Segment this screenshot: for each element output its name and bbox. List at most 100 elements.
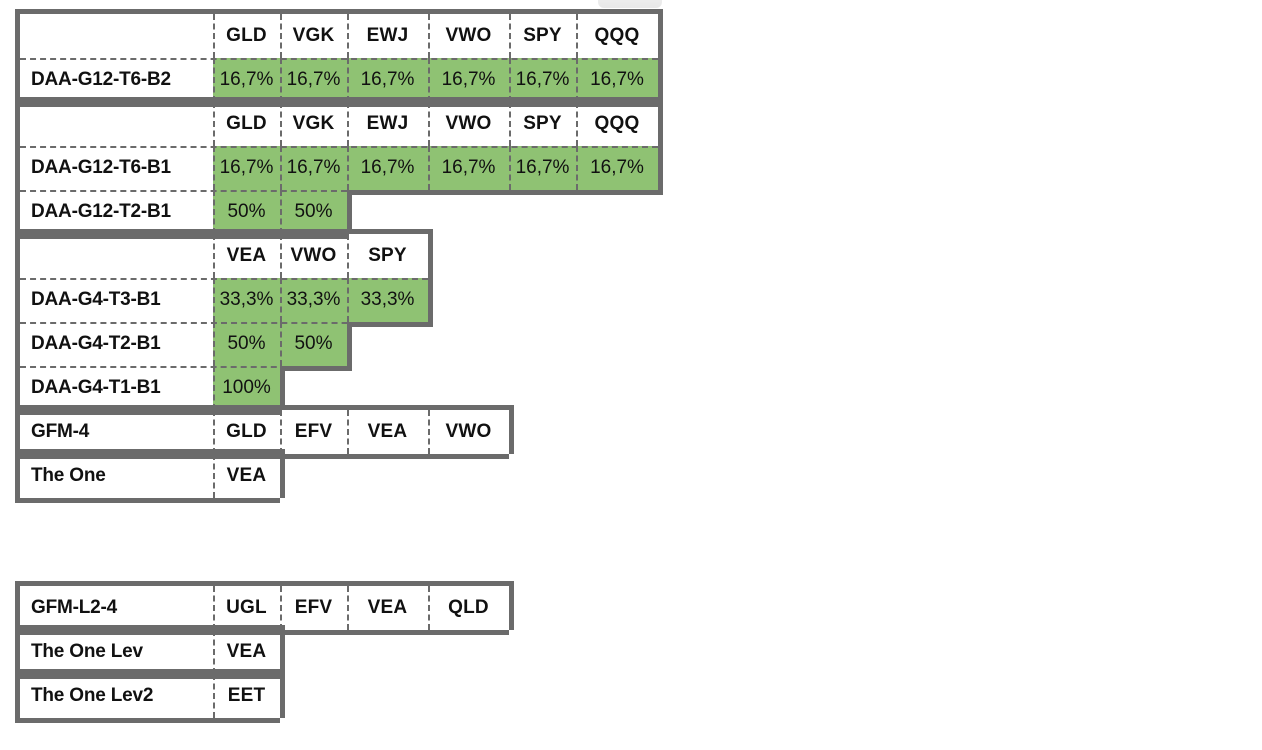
group-border-right	[280, 454, 285, 498]
allocation-cell: 16,7%	[213, 146, 280, 190]
column-separator	[213, 454, 215, 498]
group-border-top	[15, 9, 663, 14]
column-separator	[347, 58, 349, 102]
ticker-cell: UGL	[213, 586, 280, 630]
group-border-left	[15, 625, 20, 679]
column-separator	[280, 102, 282, 146]
row-label: The One Lev2	[20, 674, 213, 718]
row-label-empty	[20, 102, 213, 146]
row-label-empty	[20, 234, 213, 278]
column-separator	[213, 278, 215, 322]
allocation-cell: 33,3%	[213, 278, 280, 322]
column-separator	[509, 14, 511, 58]
group-border-right	[658, 102, 663, 146]
column-separator	[347, 278, 349, 322]
row-label: DAA-G4-T3-B1	[20, 278, 213, 322]
group-border-top	[15, 669, 285, 674]
row-label: GFM-L2-4	[20, 586, 213, 630]
group-border-step	[347, 190, 663, 195]
column-separator	[213, 410, 215, 454]
ticker-cell: VEA	[213, 454, 280, 498]
column-separator	[280, 278, 282, 322]
group-border-top	[15, 449, 285, 454]
column-separator	[280, 410, 282, 454]
group-border-right	[280, 674, 285, 718]
allocation-cell: 16,7%	[509, 58, 576, 102]
allocation-cell: 16,7%	[509, 146, 576, 190]
column-separator	[428, 410, 430, 454]
column-separator	[576, 14, 578, 58]
row-label: DAA-G12-T6-B2	[20, 58, 213, 102]
row-label-empty	[20, 14, 213, 58]
column-separator	[576, 58, 578, 102]
row-label: The One	[20, 454, 213, 498]
allocation-cell: 16,7%	[576, 146, 658, 190]
row-label: The One Lev	[20, 630, 213, 674]
column-separator	[213, 146, 215, 190]
ticker-cell: SPY	[347, 234, 428, 278]
ticker-cell: EFV	[280, 410, 347, 454]
group-border-top	[15, 625, 285, 630]
column-separator	[509, 58, 511, 102]
group-border-bottom	[15, 718, 280, 723]
group-border-right	[509, 586, 514, 630]
ticker-cell: VEA	[347, 586, 428, 630]
group-border-bottom	[15, 102, 658, 107]
ticker-cell: GLD	[213, 102, 280, 146]
column-separator	[428, 586, 430, 630]
ticker-cell: QQQ	[576, 102, 658, 146]
group-border-right	[428, 278, 433, 322]
row-label: DAA-G12-T6-B1	[20, 146, 213, 190]
allocation-cell: 50%	[280, 322, 347, 366]
group-border-right	[509, 410, 514, 454]
allocation-cell: 16,7%	[428, 58, 509, 102]
group-border-step	[347, 322, 433, 327]
group-border-right	[658, 146, 663, 190]
row-label: GFM-4	[20, 410, 213, 454]
column-separator	[428, 102, 430, 146]
ticker-cell: QQQ	[576, 14, 658, 58]
allocation-cell: 50%	[213, 190, 280, 234]
window-edge-artifact	[598, 0, 662, 8]
group-border-bottom	[15, 410, 280, 415]
column-separator	[347, 102, 349, 146]
column-separator	[213, 190, 215, 234]
group-border-left	[15, 669, 20, 723]
group-border-top	[15, 581, 514, 586]
column-separator	[347, 586, 349, 630]
allocation-cell: 16,7%	[347, 58, 428, 102]
ticker-cell: VGK	[280, 102, 347, 146]
ticker-cell: VWO	[428, 14, 509, 58]
group-border-right	[280, 366, 285, 410]
ticker-cell: GLD	[213, 14, 280, 58]
group-border-bottom	[15, 674, 280, 679]
allocation-cell: 16,7%	[280, 58, 347, 102]
group-border-right	[428, 234, 433, 278]
column-separator	[280, 14, 282, 58]
allocation-cell: 33,3%	[280, 278, 347, 322]
group-border-top	[15, 97, 663, 102]
row-separator	[20, 190, 658, 192]
group-border-left	[15, 581, 20, 635]
group-border-right	[280, 630, 285, 674]
ticker-cell: EET	[213, 674, 280, 718]
column-separator	[213, 234, 215, 278]
column-separator	[428, 146, 430, 190]
ticker-cell: SPY	[509, 102, 576, 146]
column-separator	[347, 234, 349, 278]
group-border-left	[15, 405, 20, 459]
allocation-cell: 16,7%	[428, 146, 509, 190]
ticker-cell: VWO	[428, 102, 509, 146]
column-separator	[347, 146, 349, 190]
column-separator	[280, 322, 282, 366]
column-separator	[347, 14, 349, 58]
column-separator	[576, 146, 578, 190]
group-border-left	[15, 449, 20, 503]
column-separator	[213, 630, 215, 674]
column-separator	[280, 586, 282, 630]
column-separator	[213, 14, 215, 58]
ticker-cell: VEA	[213, 234, 280, 278]
group-border-bottom	[15, 234, 347, 239]
allocation-cell: 16,7%	[347, 146, 428, 190]
